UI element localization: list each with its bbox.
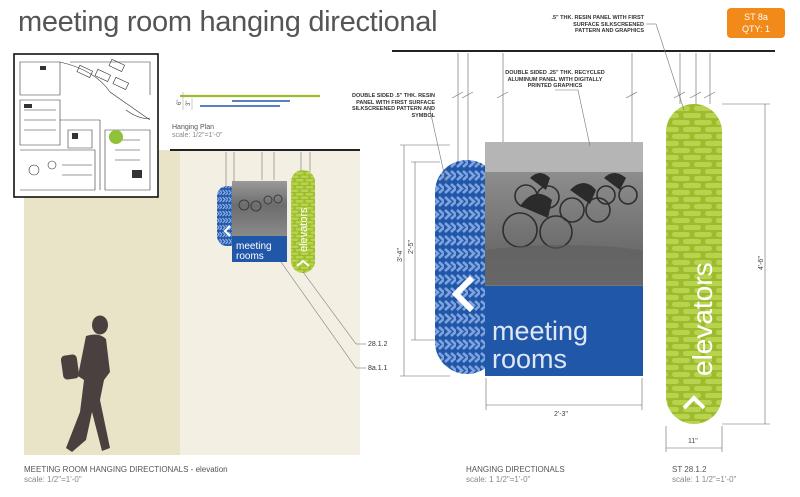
callout-28-1-2: 28.1.2 [368,341,388,348]
person-silhouette [60,315,110,452]
elevation-caption-scale: scale: 1/2"=1'-0" [24,475,82,484]
note-resin-green: .5" THK. RESIN PANEL WITH FIRST SURFACE … [551,15,644,34]
elevation-view [24,149,366,455]
dim-width-right: 11" [688,438,698,445]
rooms-text: rooms [492,344,567,374]
detail-cables [451,53,716,162]
small-chevron-up-icon [296,259,310,267]
small-rooms-text: rooms [236,251,264,262]
small-cyclists-photo [238,194,283,212]
badge-qty: QTY: 1 [741,24,770,34]
elevation-caption-title: MEETING ROOM HANGING DIRECTIONALS - elev… [24,465,228,474]
dim-width: 2'-3" [554,411,568,418]
meeting-rooms-band [485,286,643,376]
note-resin-blue: DOUBLE SIDED .5" THK. RESIN PANEL WITH F… [351,93,435,119]
page-title: meeting room hanging directional [18,6,438,38]
plan-dim-3: 3" [186,101,192,106]
detail-caption: HANGING DIRECTIONALS scale: 1 1/2"=1'-0" [466,465,565,485]
green-elevators-panel [666,104,722,424]
sign-code-badge: ST 8a QTY: 1 [727,8,785,38]
callout-8a-1-1: 8a.1.1 [368,365,388,372]
dim-height-right: 4'-6" [758,256,765,270]
chevron-left-icon [451,275,475,313]
hanging-plan-diagram [180,92,320,110]
detail-caption-title: HANGING DIRECTIONALS [466,465,565,474]
dimension-lines [400,103,770,452]
meeting-text: meeting [492,316,588,346]
badge-code: ST 8a [744,12,768,22]
st-caption: ST 28.1.2 scale: 1 1/2"=1'-0" [672,465,736,485]
note-aluminum: DOUBLE SIDED .25" THK. RECYCLED ALUMINUM… [505,70,605,89]
floor-plan-thumbnail [13,53,159,198]
hanging-plan-label: Hanging Plan [172,124,215,131]
note-leaders [429,23,685,183]
dim-height-outer: 3'-4" [397,248,404,262]
blue-chevron-panel [435,160,499,374]
hanging-plan-scale: scale: 1/2"=1'-0" [172,132,223,139]
st-caption-scale: scale: 1 1/2"=1'-0" [672,475,737,484]
chevron-up-icon [682,395,706,410]
small-chevron-left-icon [223,225,231,237]
elevation-caption: MEETING ROOM HANGING DIRECTIONALS - elev… [24,465,228,485]
sign-location-marker [109,130,123,144]
dim-height-inner: 2'-5" [408,240,415,254]
small-elevators-text: elevators [298,207,310,252]
st-caption-title: ST 28.1.2 [672,465,707,474]
plan-dim-6: 6" [177,100,183,105]
cyclists-photo [485,142,643,285]
hanging-directionals-detail [392,23,775,452]
small-green-elevators-sign [291,170,315,273]
callout-leaders [280,261,366,369]
wall-tan [24,150,180,455]
detail-caption-scale: scale: 1 1/2"=1'-0" [466,475,531,484]
small-meeting-text: meeting [236,241,272,252]
elevators-text: elevators [687,262,718,376]
small-meeting-band [232,236,287,262]
